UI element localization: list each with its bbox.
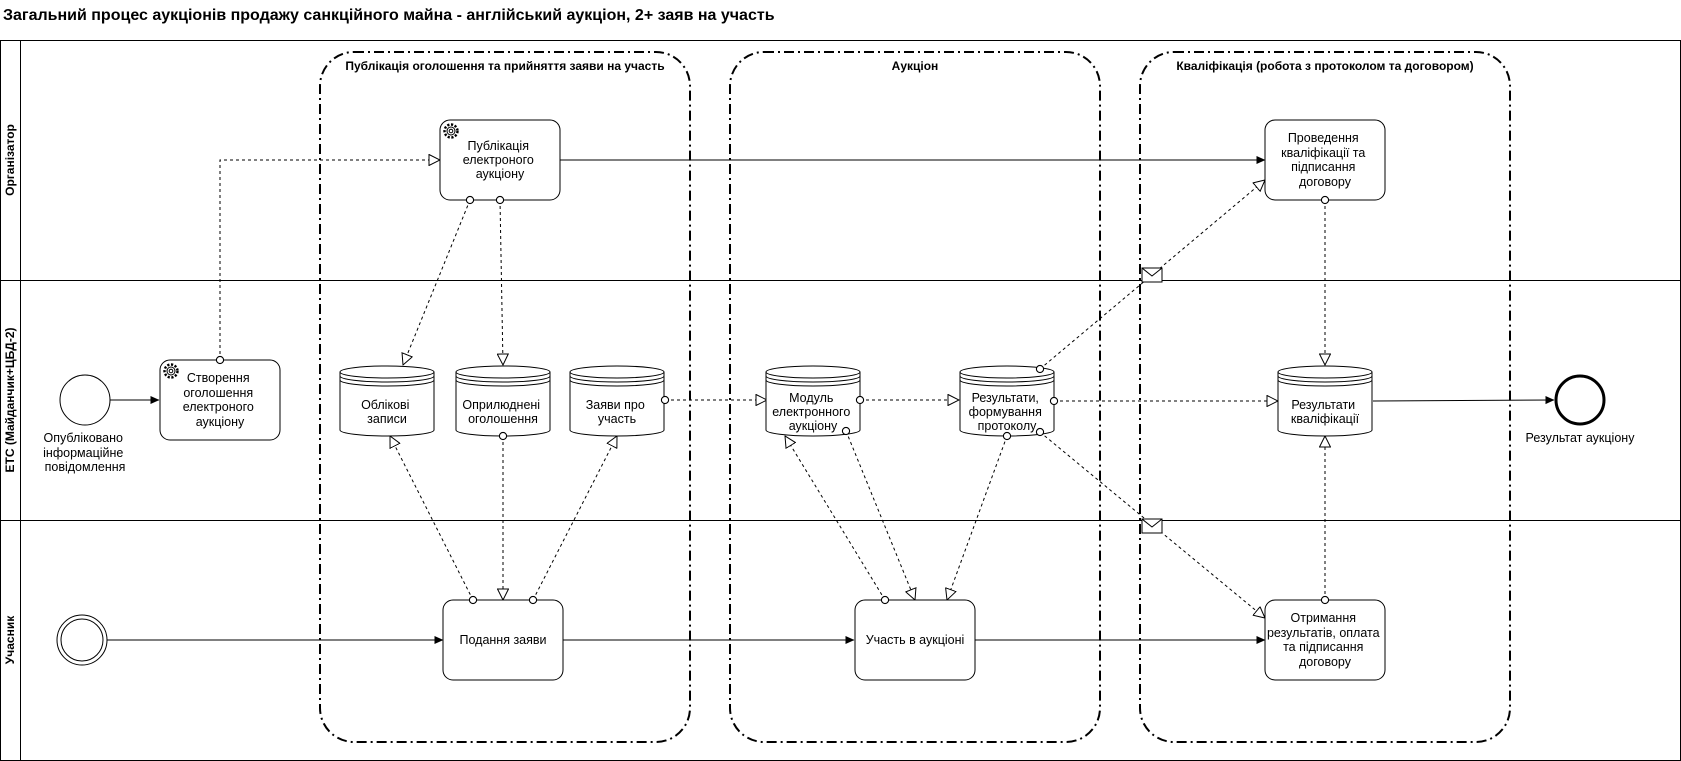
assoc-submit-to-records — [390, 436, 473, 600]
datastore-applications-label: Заяви про участь — [586, 398, 649, 426]
assoc-results-to-participate — [947, 436, 1007, 600]
task-create[interactable]: Створення оголошення електроного аукціон… — [159, 359, 281, 441]
datastore-records-label: Облікові записи — [361, 398, 413, 426]
task-submit-label: Подання заяви — [459, 633, 546, 647]
start-event-ets[interactable] — [59, 374, 111, 426]
lane-label-participant: Учасник — [3, 615, 17, 664]
connection-dots — [215, 195, 1330, 605]
task-submit[interactable]: Подання заяви — [442, 599, 564, 681]
flow-qualresults-to-end — [1372, 395, 1555, 405]
assoc-publish-to-published — [500, 200, 503, 365]
sequence-flows — [107, 155, 1555, 645]
datastore-qual-results-label: Результати кваліфікації — [1291, 398, 1360, 426]
task-publish-label: Публікація електроного аукціону — [463, 139, 538, 181]
envelope-icon — [1141, 267, 1163, 283]
datastore-module-label: Модуль електронного аукціону — [772, 391, 854, 433]
datastore-applications[interactable]: Заяви про участь — [569, 365, 665, 437]
datastore-published-label: Оприлюднені оголошення — [462, 398, 543, 426]
task-participate-label: Участь в аукціоні — [866, 633, 965, 647]
datastore-published[interactable]: Оприлюднені оголошення — [455, 365, 551, 437]
task-qualify[interactable]: Проведення кваліфікації та підписання до… — [1264, 119, 1386, 201]
end-event[interactable] — [1554, 374, 1606, 426]
task-publish[interactable]: Публікація електроного аукціону — [439, 119, 561, 201]
group-qualification: Кваліфікація (робота з протоколом та дог… — [1139, 51, 1511, 743]
assoc-module-to-participate — [846, 431, 915, 600]
envelope-icon — [1141, 518, 1163, 534]
group-publication-label: Публікація оголошення та прийняття заяви… — [345, 59, 664, 73]
start-event-participant[interactable] — [56, 614, 108, 666]
group-qualification-label: Кваліфікація (робота з протоколом та дог… — [1176, 59, 1473, 73]
task-participate[interactable]: Участь в аукціоні — [854, 599, 976, 681]
datastore-qual-results[interactable]: Результати кваліфікації — [1277, 365, 1373, 437]
gear-icon — [443, 123, 459, 139]
datastore-results-protocol[interactable]: Результати, формування протоколу — [959, 365, 1055, 437]
task-receive[interactable]: Отримання результатів, оплата та підписа… — [1264, 599, 1386, 681]
datastore-records[interactable]: Облікові записи — [339, 365, 435, 437]
group-auction-label: Аукціон — [892, 59, 939, 73]
task-qualify-label: Проведення кваліфікації та підписання до… — [1281, 131, 1369, 189]
assoc-submit-to-applications — [533, 436, 617, 600]
lane-label-ets: ЕТС (Майданчик+ЦБД-2) — [3, 327, 17, 472]
start-event-ets-label: Опубліковано інформаційне повідомлення — [43, 431, 127, 474]
assoc-publish-to-records — [403, 200, 470, 365]
gear-icon — [163, 363, 179, 379]
datastore-results-protocol-label: Результати, формування протоколу — [969, 391, 1046, 433]
task-create-label: Створення оголошення електроного аукціон… — [183, 371, 258, 429]
page-title: Загальний процес аукціонів продажу санкц… — [3, 7, 775, 24]
lane-label-organizer: Організатор — [3, 124, 17, 196]
end-event-label: Результат аукціону — [1526, 431, 1636, 445]
assoc-participate-to-module — [785, 436, 885, 600]
assoc-create-to-publish — [220, 160, 440, 360]
datastore-module[interactable]: Модуль електронного аукціону — [765, 365, 861, 437]
task-receive-label: Отримання результатів, оплата та підписа… — [1267, 611, 1383, 669]
